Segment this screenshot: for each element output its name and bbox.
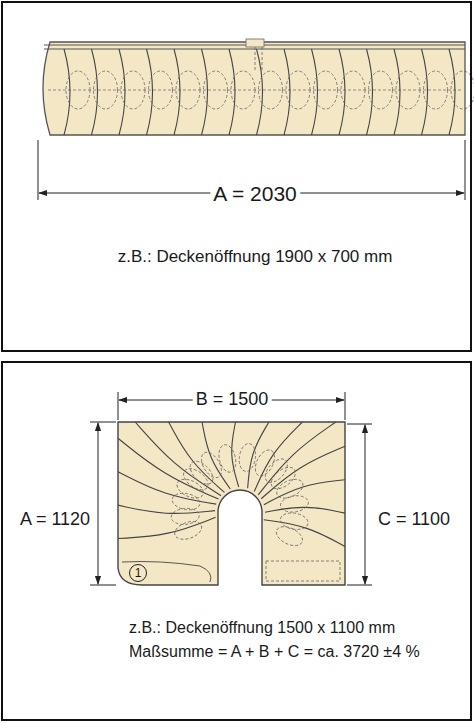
- straight-stair: [176, 71, 200, 109]
- winding-stair: [118, 505, 215, 513]
- straight-stair: [449, 49, 455, 135]
- straight-stair: [94, 71, 118, 109]
- caption: z.B.: Deckenöffnung 1900 x 700 mm: [118, 247, 393, 267]
- straight-stair: [259, 71, 283, 109]
- straight-stair: [339, 49, 345, 135]
- caption: z.B.: Deckenöffnung 1500 x 1100 mm: [129, 619, 395, 637]
- straight-stair: [246, 39, 264, 47]
- straight-stair: [231, 71, 255, 109]
- winding-stair: [248, 422, 269, 488]
- winding-stair: [180, 465, 212, 495]
- straight-stair: [262, 47, 263, 72]
- straight-stair: [147, 49, 153, 135]
- dimension-line: [345, 392, 346, 420]
- winding-stair: [267, 463, 299, 493]
- stair-panel: z.B.: Deckenöffnung 1900 x 700 mm: [1, 1, 472, 352]
- caption: Maßsumme = A + B + C = ca. 3720 ±4 %: [129, 643, 420, 661]
- winding-stair: [266, 561, 340, 581]
- winding-stair: [258, 422, 336, 495]
- straight-stair: [92, 49, 98, 135]
- winding-stair: [264, 520, 345, 547]
- straight-stair: [312, 49, 318, 135]
- straight-stair: [43, 39, 474, 135]
- winding-stair: [279, 494, 309, 514]
- stair-panel: z.B.: Deckenöffnung 1500 x 1100 mm Maßsum…: [1, 361, 472, 721]
- winding-stair: [118, 422, 345, 585]
- straight-stair: [422, 49, 428, 135]
- winding-stair: [171, 491, 202, 512]
- winding-stair: [122, 562, 211, 583]
- straight-stair: [341, 71, 365, 109]
- straight-stair: [229, 49, 235, 135]
- dimension-line: [347, 424, 372, 425]
- winding-stair: [174, 476, 206, 502]
- dimension-line: [465, 140, 466, 200]
- straight-stair: [314, 71, 338, 109]
- straight-stair: [174, 49, 180, 135]
- dimension-line: [98, 423, 99, 584]
- winding-stair: [172, 518, 204, 542]
- dimension-line: [90, 392, 372, 585]
- winding-stair: [274, 476, 306, 502]
- winding-stair: [118, 422, 345, 585]
- dimension-label: A = 2030: [210, 182, 300, 205]
- straight-stair: [204, 71, 228, 109]
- dimension-line: [90, 422, 116, 423]
- winding-stair: [273, 523, 305, 550]
- winding-stair: [118, 517, 216, 538]
- straight-stair: [394, 49, 400, 135]
- dimension-label: B = 1500: [193, 390, 272, 410]
- dimension-line: [38, 140, 39, 200]
- straight-stair: [44, 49, 465, 50]
- straight-stair: [255, 47, 256, 72]
- straight-stair: [64, 49, 70, 135]
- dimension-line: [365, 425, 366, 584]
- dimension-line: [90, 585, 116, 586]
- straight-stair: [121, 71, 145, 109]
- winding-stair: [251, 447, 278, 479]
- callout-number: 1: [135, 567, 142, 579]
- winding-stair: [118, 472, 216, 504]
- straight-stair: [43, 42, 465, 135]
- winding-stair: [118, 438, 219, 499]
- winding-stair: [279, 511, 309, 531]
- winding-stair: [135, 422, 221, 496]
- straight-stair: [369, 71, 393, 109]
- straight-stair: [149, 71, 173, 109]
- straight-stair: [286, 71, 310, 109]
- winding-stair: [216, 443, 238, 474]
- winding-stair: [254, 422, 302, 491]
- straight-stair: [424, 71, 448, 109]
- winding-stair: [264, 480, 345, 505]
- callout-number: 1: [129, 564, 147, 582]
- straight-stair: [257, 49, 263, 135]
- dimension-line: [347, 585, 372, 586]
- winding-stair: [238, 443, 258, 473]
- straight-stair: [202, 49, 208, 135]
- dimension-line: [118, 392, 119, 420]
- winding-stair: [261, 446, 345, 498]
- winding-stair: [232, 422, 239, 487]
- winding-stair: [171, 507, 200, 525]
- winding-stair: [169, 422, 225, 492]
- straight-stair: [367, 49, 373, 135]
- dimension-label: A = 1120: [17, 510, 93, 530]
- straight-stair: [284, 49, 290, 135]
- straight-stair: [66, 71, 90, 109]
- straight-stair: [119, 49, 125, 135]
- winding-stair: [261, 455, 292, 487]
- dimension-label: C = 1100: [375, 510, 453, 530]
- straight-stair: [396, 71, 420, 109]
